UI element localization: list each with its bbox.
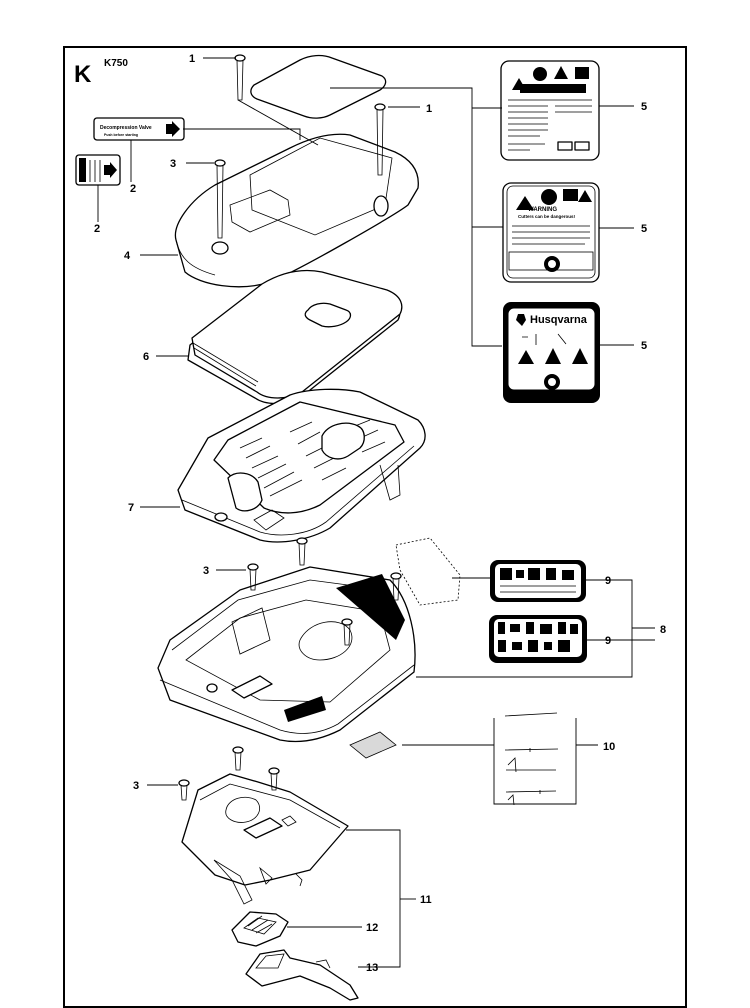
section-letter: K — [74, 61, 92, 88]
screw-3b — [247, 563, 259, 591]
callout-13: 13 — [366, 962, 378, 974]
screw-1a — [234, 54, 246, 101]
callout-8: 8 — [660, 624, 666, 636]
top-cover — [174, 133, 419, 288]
control-decal-bottom — [489, 615, 587, 663]
screw-3c-mid — [296, 537, 402, 646]
leader-lines — [97, 57, 655, 968]
housing-decal-sheet — [349, 731, 397, 759]
callout-12: 12 — [366, 922, 378, 934]
warning-decal-subtitle: Cutters can be dangerous! — [518, 214, 576, 219]
control-decal-top — [490, 560, 586, 602]
decal-sheets-10 — [504, 712, 559, 806]
decompression-decal-vertical — [75, 154, 121, 186]
callout-1b: 1 — [426, 103, 432, 115]
callout-9a: 9 — [605, 575, 611, 587]
callout-3c: 3 — [133, 780, 139, 792]
callout-6: 6 — [143, 351, 149, 363]
screw-3a — [214, 159, 226, 239]
decompression-decal: Decompression Valve Push before starting — [93, 117, 185, 141]
callout-7: 7 — [128, 502, 134, 514]
callout-5c: 5 — [641, 340, 647, 352]
callout-1a: 1 — [189, 53, 195, 65]
callout-9b: 9 — [605, 635, 611, 647]
callout-5a: 5 — [641, 101, 647, 113]
model-name: K750 — [104, 58, 128, 69]
diagram-border — [63, 46, 687, 1008]
callout-11: 11 — [420, 894, 432, 906]
husqvarna-logo-text: Husqvarna — [530, 314, 588, 326]
air-filter — [187, 269, 403, 405]
decompression-subtitle: Push before starting — [104, 133, 138, 137]
top-gasket-sheet — [250, 54, 387, 119]
callout-2b: 2 — [94, 223, 100, 235]
callout-5b: 5 — [641, 223, 647, 235]
callout-2a: 2 — [130, 183, 136, 195]
throttle-button — [231, 911, 289, 947]
warning-decal-title: WARNING — [528, 207, 557, 213]
screw-1b — [374, 103, 386, 176]
warning-decal-english: WARNING Cutters can be dangerous! — [502, 182, 600, 283]
housing-dashed-outline — [395, 537, 461, 606]
callout-3a: 3 — [170, 158, 176, 170]
callout-10: 10 — [603, 741, 615, 753]
warning-decal-husqvarna: Husqvarna — [503, 302, 600, 403]
warning-decal-japanese — [500, 60, 600, 161]
callout-4: 4 — [124, 250, 131, 262]
cylinder-cover — [157, 566, 416, 743]
decompression-title: Decompression Valve — [100, 125, 152, 131]
throttle-lever — [245, 949, 359, 1001]
callout-3b: 3 — [203, 565, 209, 577]
screw-3d — [178, 746, 280, 801]
starter-bracket — [181, 773, 349, 905]
filter-holder — [177, 388, 426, 543]
